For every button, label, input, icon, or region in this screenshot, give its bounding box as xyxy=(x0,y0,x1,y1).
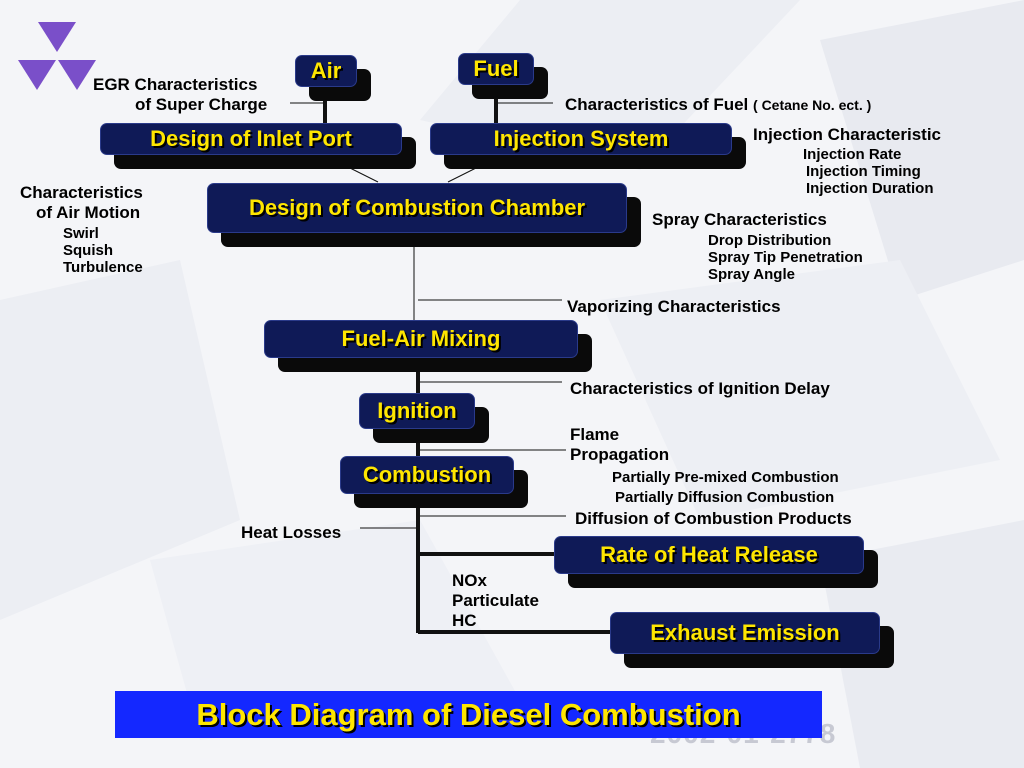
inlet-port-box: Design of Inlet Port xyxy=(100,123,402,155)
squish-label: Squish xyxy=(63,242,114,259)
injection-timing-label: Injection Timing xyxy=(806,163,921,180)
injection-char-label: Injection Characteristic xyxy=(753,125,942,144)
fuel-box: Fuel xyxy=(458,53,534,85)
turbulence-label: Turbulence xyxy=(63,259,143,276)
flame-label-line2: Propagation xyxy=(570,445,670,464)
ignition-box: Ignition xyxy=(359,393,475,429)
diagram-title: Block Diagram of Diesel Combustion xyxy=(196,696,741,732)
spray-char-label: Spray Characteristics xyxy=(652,210,827,229)
title-bar xyxy=(115,691,822,738)
combustion-chamber-box: Design of Combustion Chamber xyxy=(207,183,627,233)
exhaust-emission-box: Exhaust Emission xyxy=(610,612,880,654)
swirl-label: Swirl xyxy=(63,225,99,242)
injection-duration-label: Injection Duration xyxy=(806,180,934,197)
mitsubishi-logo-icon xyxy=(18,22,96,90)
heat-losses-label: Heat Losses xyxy=(241,523,342,542)
spray-angle-label: Spray Angle xyxy=(708,266,795,283)
heat-release-box: Rate of Heat Release xyxy=(554,536,864,574)
injection-system-box: Injection System xyxy=(430,123,732,155)
spray-tip-label: Spray Tip Penetration xyxy=(708,249,863,266)
pre-mixed-label: Partially Pre-mixed Combustion xyxy=(612,469,839,486)
fuel-char-note: ( Cetane No. ect. ) xyxy=(753,97,872,113)
combustion-box: Combustion xyxy=(340,456,514,494)
hc-label: HC xyxy=(452,611,477,630)
injection-rate-label: Injection Rate xyxy=(803,146,902,163)
drop-distribution-label: Drop Distribution xyxy=(708,232,832,249)
fuel-char-label: Characteristics of Fuel ( Cetane No. ect… xyxy=(565,95,871,115)
flame-label-line1: Flame xyxy=(570,425,620,444)
egr-label-line2: of Super Charge xyxy=(135,95,268,114)
air-box: Air xyxy=(295,55,357,87)
vaporizing-label: Vaporizing Characteristics xyxy=(567,297,781,316)
fuel-char-text: Characteristics of Fuel xyxy=(565,95,749,114)
air-motion-label-line1: Characteristics xyxy=(20,183,143,202)
diffusion-products-label: Diffusion of Combustion Products xyxy=(575,509,852,528)
nox-label: NOx xyxy=(452,571,487,590)
fuel-air-mixing-box: Fuel-Air Mixing xyxy=(264,320,578,358)
particulate-label: Particulate xyxy=(452,591,539,610)
diffusion-label: Partially Diffusion Combustion xyxy=(615,489,835,506)
air-motion-label-line2: of Air Motion xyxy=(36,203,141,222)
ignition-delay-label: Characteristics of Ignition Delay xyxy=(570,379,830,398)
egr-label-line1: EGR Characteristics xyxy=(93,75,258,94)
